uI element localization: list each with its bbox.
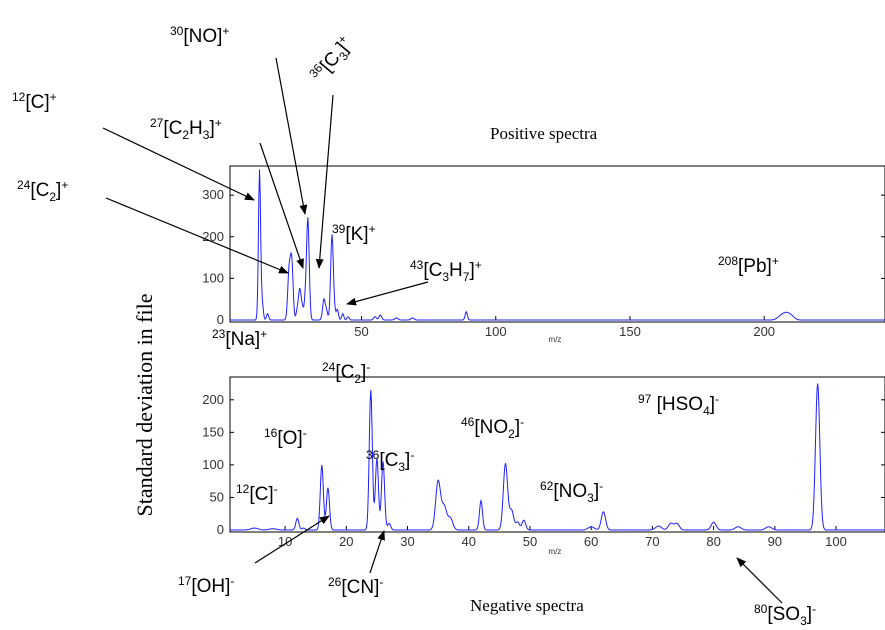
y-axis-label: Standard deviation in file	[132, 294, 157, 517]
negative-x-axis-label: m/z	[549, 547, 562, 556]
neg-x-tick-label: 20	[339, 534, 353, 549]
arrow-neg-17OH	[254, 515, 330, 564]
arrow-neg-26CN	[369, 530, 385, 574]
label-pos-23Na: 23[Na]+	[212, 327, 267, 350]
label-pos-30NO: 30[NO]+	[170, 24, 229, 47]
neg-x-tick-label: 90	[768, 534, 782, 549]
arrow-pos-24C2	[105, 197, 289, 274]
label-neg-16O: 16[O]-	[264, 426, 307, 449]
label-pos-27C2H3: 27[C2H3]+	[150, 116, 222, 142]
negative-panel: 10 20 30 40 50 60 70 80 90 100 0 50 100 150 200 m/z	[202, 376, 885, 556]
label-neg-26CN: 26[CN]-	[328, 575, 383, 598]
neg-x-tick-label: 60	[584, 534, 598, 549]
neg-x-tick-label: 10	[278, 534, 292, 549]
positive-panel-title: Positive spectra	[490, 124, 598, 143]
neg-y-tick-label: 50	[210, 489, 224, 504]
label-neg-80SO3: 80[SO3]-	[754, 602, 816, 628]
label-pos-12C: 12[C]+	[12, 90, 57, 113]
label-pos-36C3: 36[C3]+	[306, 32, 359, 88]
neg-x-tick-label: 30	[400, 534, 414, 549]
neg-x-tick-label: 80	[706, 534, 720, 549]
neg-y-tick-label: 100	[202, 457, 224, 472]
pos-x-tick-label: 200	[753, 324, 775, 339]
label-pos-39K: 39[K]+	[332, 222, 376, 245]
negative-ticks: 10 20 30 40 50 60 70 80 90 100 0 50 100 150 200	[202, 392, 885, 549]
neg-y-tick-label: 0	[217, 522, 224, 537]
pos-y-tick-label: 0	[217, 312, 224, 327]
arrow-pos-30NO	[275, 57, 308, 215]
neg-x-tick-label: 40	[462, 534, 476, 549]
label-pos-43C3H7: 43[C3H7]+	[410, 258, 482, 284]
negative-plot-frame	[229, 376, 885, 533]
annotation-arrows	[102, 57, 783, 604]
label-neg-97HSO4: 97 [HSO4]-	[638, 392, 719, 418]
neg-x-tick-label: 50	[523, 534, 537, 549]
neg-x-tick-label: 100	[825, 534, 847, 549]
negative-spectrum-line	[230, 383, 885, 531]
pos-y-tick-label: 100	[202, 270, 224, 285]
pos-x-tick-label: 100	[485, 324, 507, 339]
label-neg-24C2: 24[C2]-	[322, 360, 370, 386]
neg-y-tick-label: 200	[202, 392, 224, 407]
label-neg-36C3: 36[C3]-	[366, 448, 414, 474]
arrow-pos-12C	[102, 127, 255, 201]
neg-x-tick-label: 70	[645, 534, 659, 549]
negative-panel-title: Negative spectra	[470, 596, 584, 615]
arrow-neg-80SO3	[736, 557, 783, 604]
arrow-pos-36C3	[315, 94, 334, 269]
pos-x-tick-label: 150	[619, 324, 641, 339]
pos-y-tick-label: 300	[202, 187, 224, 202]
arrow-pos-43C3H7	[346, 281, 429, 306]
label-neg-17OH: 17[OH]-	[178, 574, 234, 597]
arrow-pos-27C2H3	[259, 142, 304, 269]
pos-x-tick-label: 50	[354, 324, 368, 339]
label-pos-208Pb: 208[Pb]+	[718, 254, 779, 277]
label-neg-46NO2: 46[NO2]-	[461, 415, 524, 441]
label-neg-12C: 12[C]-	[236, 482, 278, 505]
positive-x-axis-label: m/z	[549, 335, 562, 344]
neg-y-tick-label: 150	[202, 424, 224, 439]
positive-plot-frame	[229, 165, 885, 323]
positive-spectrum-line	[230, 169, 885, 321]
label-pos-24C2: 24[C2]+	[17, 178, 68, 204]
label-neg-62NO3: 62[NO3]-	[540, 479, 603, 505]
